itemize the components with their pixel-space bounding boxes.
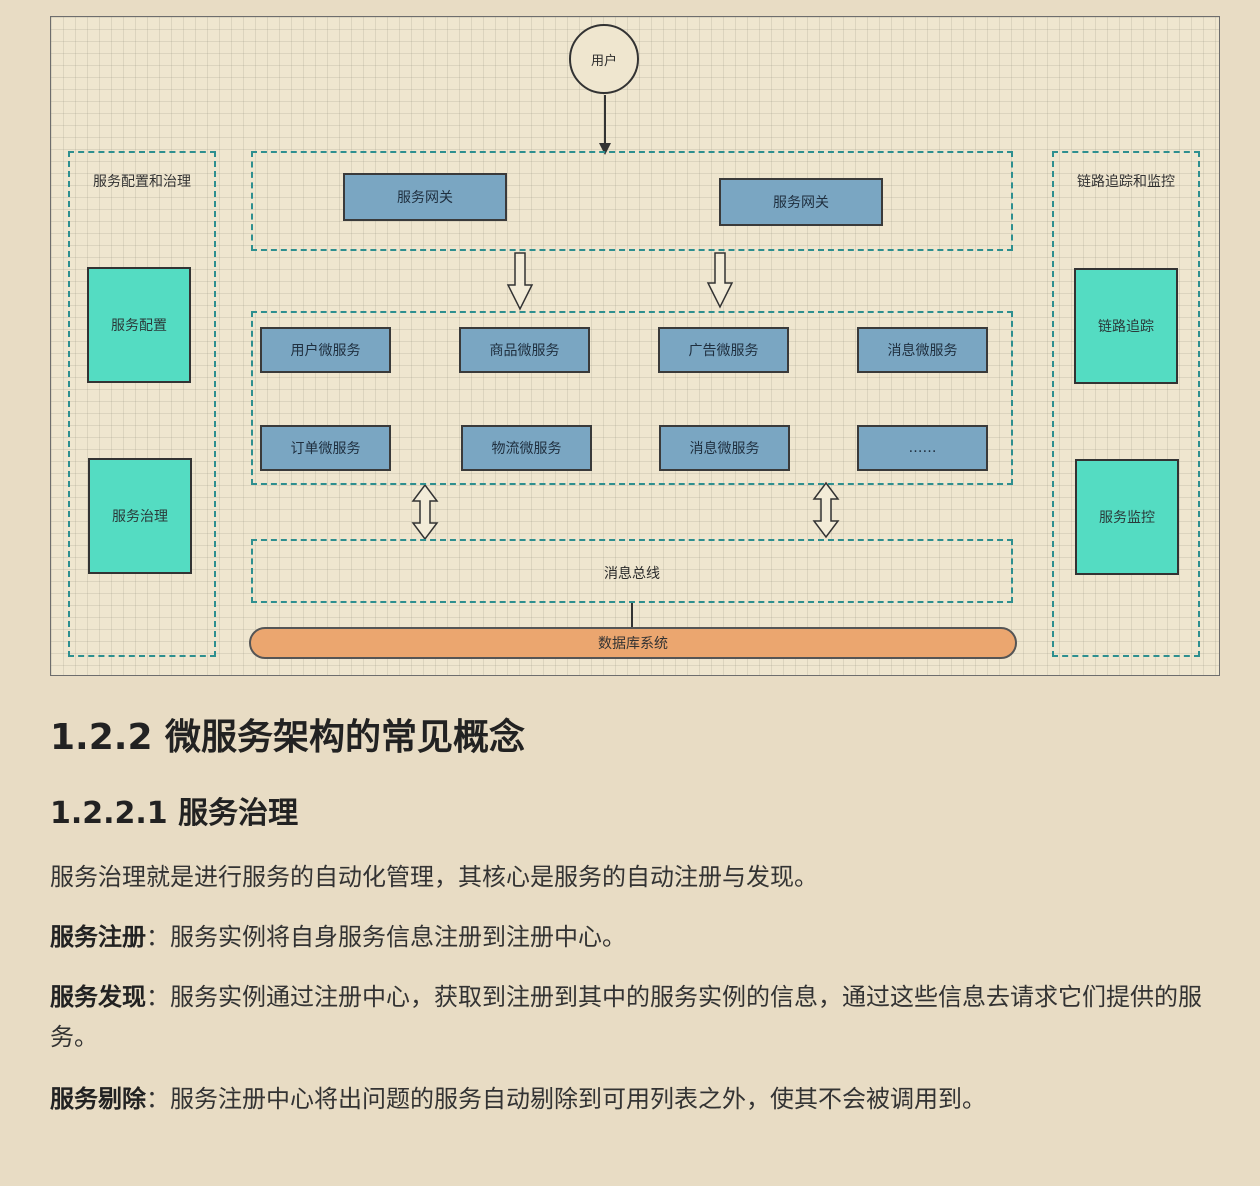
gateway-label-2: 服务网关 bbox=[773, 195, 829, 211]
service-monitor-box: 服务监控 bbox=[1075, 459, 1179, 575]
message-bus-zone: 消息总线 bbox=[251, 539, 1013, 603]
service-governance-box: 服务治理 bbox=[88, 458, 192, 574]
microservice-label: …… bbox=[908, 440, 937, 456]
definition-separator: ： bbox=[146, 1085, 170, 1113]
microservice-zone bbox=[251, 311, 1013, 485]
bus-double-arrow-2 bbox=[812, 481, 840, 539]
user-label: 用户 bbox=[590, 53, 617, 69]
config-governance-panel: 服务配置和治理 bbox=[68, 151, 216, 657]
definition-paragraph: 服务注册：服务实例将自身服务信息注册到注册中心。 bbox=[50, 917, 1225, 957]
microservice-box: 商品微服务 bbox=[459, 327, 590, 373]
microservice-box: 订单微服务 bbox=[260, 425, 391, 471]
microservice-label: 物流微服务 bbox=[491, 441, 562, 457]
trace-label: 链路追踪 bbox=[1098, 319, 1154, 335]
gateway-box-2: 服务网关 bbox=[719, 178, 883, 226]
microservice-box: 消息微服务 bbox=[857, 327, 988, 373]
service-config-label: 服务配置 bbox=[111, 318, 167, 334]
tracing-monitoring-title: 链路追踪和监控 bbox=[1077, 174, 1175, 190]
gateway-label-1: 服务网关 bbox=[397, 190, 453, 206]
gateway-down-arrow-2 bbox=[706, 252, 734, 309]
service-monitor-label: 服务监控 bbox=[1099, 510, 1155, 526]
definition-paragraph: 服务发现：服务实例通过注册中心，获取到注册到其中的服务实例的信息，通过这些信息去… bbox=[50, 977, 1225, 1057]
definition-text: 服务实例通过注册中心，获取到注册到其中的服务实例的信息，通过这些信息去请求它们提… bbox=[50, 983, 1202, 1051]
microservice-label: 用户微服务 bbox=[290, 343, 361, 359]
definition-term: 服务发现 bbox=[50, 983, 146, 1011]
definition-separator: ： bbox=[146, 923, 170, 951]
database-system-label: 数据库系统 bbox=[598, 636, 668, 652]
service-config-box: 服务配置 bbox=[87, 267, 191, 383]
definition-term: 服务剔除 bbox=[50, 1085, 146, 1113]
bus-double-arrow-1 bbox=[411, 483, 439, 541]
message-bus-label: 消息总线 bbox=[604, 566, 660, 582]
microservice-label: 消息微服务 bbox=[887, 343, 958, 359]
tracing-monitoring-panel: 链路追踪和监控 bbox=[1052, 151, 1200, 657]
service-governance-label: 服务治理 bbox=[112, 509, 168, 525]
microservice-box: 物流微服务 bbox=[461, 425, 592, 471]
microservice-box: …… bbox=[857, 425, 988, 471]
definition-separator: ： bbox=[146, 983, 170, 1011]
trace-box: 链路追踪 bbox=[1074, 268, 1178, 384]
user-node: 用户 bbox=[569, 24, 639, 94]
definition-text: 服务注册中心将出问题的服务自动剔除到可用列表之外，使其不会被调用到。 bbox=[170, 1085, 986, 1113]
microservice-label: 广告微服务 bbox=[688, 343, 759, 359]
microservice-box: 用户微服务 bbox=[260, 327, 391, 373]
microservice-label: 消息微服务 bbox=[689, 441, 760, 457]
microservice-box: 广告微服务 bbox=[658, 327, 789, 373]
intro-paragraph: 服务治理就是进行服务的自动化管理，其核心是服务的自动注册与发现。 bbox=[50, 863, 818, 891]
subsection-heading: 1.2.2.1 服务治理 bbox=[50, 796, 299, 831]
gateway-box-1: 服务网关 bbox=[343, 173, 507, 221]
database-system-bar: 数据库系统 bbox=[249, 627, 1017, 659]
gateway-down-arrow-1 bbox=[506, 252, 534, 311]
gateway-zone bbox=[251, 151, 1013, 251]
user-arrow-head bbox=[599, 143, 611, 155]
microservice-label: 订单微服务 bbox=[290, 441, 361, 457]
architecture-diagram: 用户 服务配置和治理 服务配置 服务治理 链路追踪和监控 链路追踪 服务监控 服… bbox=[50, 16, 1220, 676]
section-heading: 1.2.2 微服务架构的常见概念 bbox=[50, 717, 526, 758]
config-governance-title: 服务配置和治理 bbox=[93, 174, 191, 190]
definition-paragraph: 服务剔除：服务注册中心将出问题的服务自动剔除到可用列表之外，使其不会被调用到。 bbox=[50, 1079, 1225, 1119]
diagram-connectors bbox=[411, 95, 840, 629]
definition-text: 服务实例将自身服务信息注册到注册中心。 bbox=[170, 923, 626, 951]
microservice-label: 商品微服务 bbox=[489, 343, 560, 359]
definition-term: 服务注册 bbox=[50, 923, 146, 951]
microservice-box: 消息微服务 bbox=[659, 425, 790, 471]
